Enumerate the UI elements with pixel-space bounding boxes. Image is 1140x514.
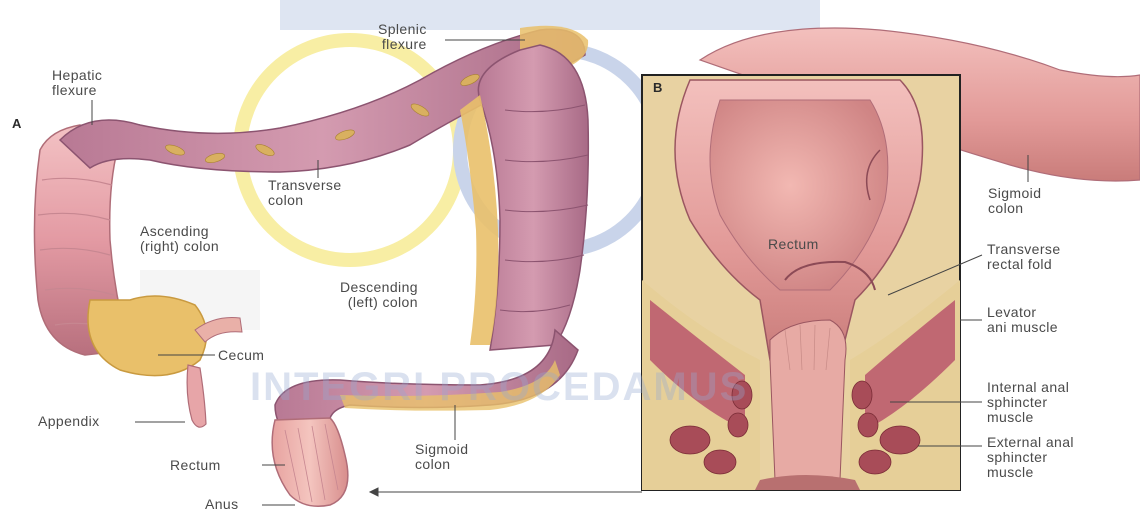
panel-a-colon [34,26,588,507]
label-transverse-rectal-fold: Transverse rectal fold [987,242,1061,272]
label-hepatic-flexure: Hepatic flexure [52,68,102,98]
label-anus: Anus [205,497,239,512]
label-levator-ani: Levator ani muscle [987,305,1058,335]
label-appendix: Appendix [38,414,100,429]
panel-label-b: B [653,80,662,95]
label-sigmoid-colon-b: Sigmoid colon [988,186,1041,216]
label-ascending-colon: Ascending (right) colon [140,224,219,254]
label-rectum-a: Rectum [170,458,221,473]
label-descending-colon: Descending (left) colon [340,280,418,310]
label-rectum-b: Rectum [768,237,819,252]
cecum-shape [88,296,206,376]
watermark-text: INTEGRI PROCEDAMUS [250,365,748,410]
label-sigmoid-colon-a: Sigmoid colon [415,442,468,472]
label-transverse-colon: Transverse colon [268,178,342,208]
label-splenic-flexure: Splenic flexure [378,22,427,52]
appendix-shape [187,365,206,427]
label-external-anal-sphincter: External anal sphincter muscle [987,435,1074,480]
label-cecum: Cecum [218,348,264,363]
label-internal-anal-sphincter: Internal anal sphincter muscle [987,380,1069,425]
panel-label-a: A [12,116,21,131]
